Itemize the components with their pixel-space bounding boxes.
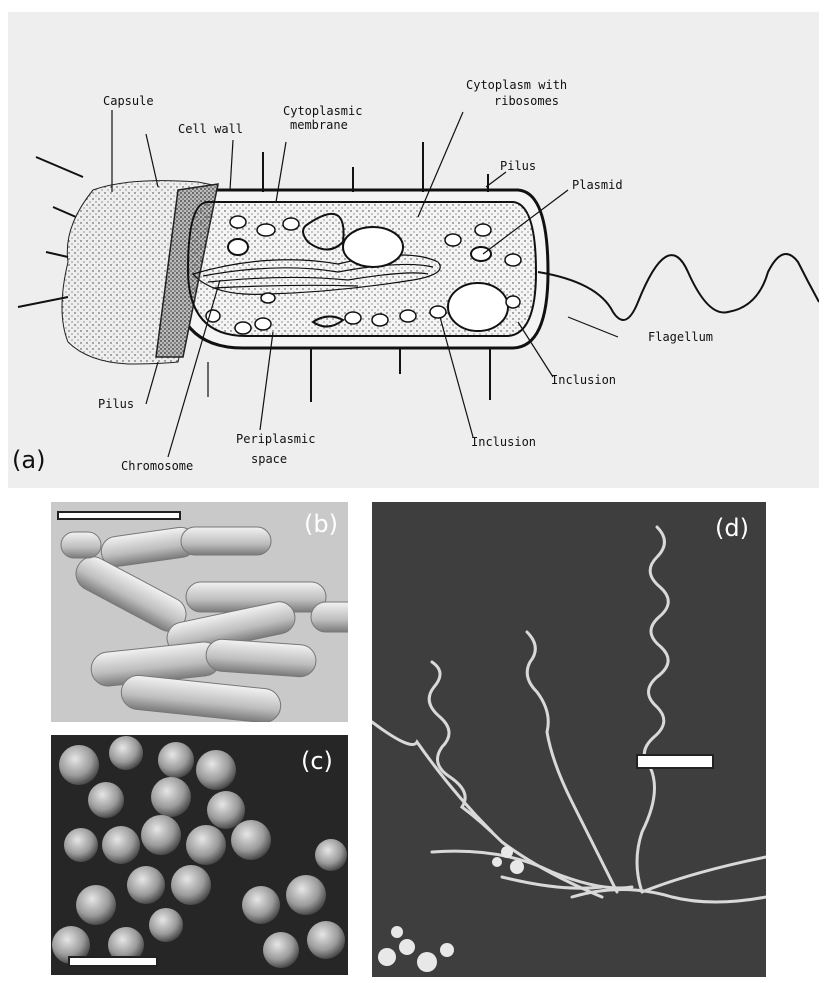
panel-b-rod-micrograph: (b): [51, 502, 348, 722]
pilus-left-label: Pilus: [98, 397, 134, 411]
cell-wall-label: Cell wall: [178, 122, 243, 136]
panel-c-coccus-micrograph: (c): [51, 735, 348, 975]
scale-bar: [68, 956, 158, 967]
panel-b-label: (b): [304, 510, 338, 538]
panel-a-cell-diagram: (a) Capsule Cell wall Cytoplasmic membra…: [8, 12, 819, 488]
plasmid-label: Plasmid: [572, 178, 623, 192]
cytoplasmic-membrane-label-line1: Cytoplasmic: [283, 104, 362, 118]
periplasmic-label-line1: Periplasmic: [236, 432, 315, 446]
scale-bar: [636, 754, 714, 769]
panel-a-label: (a): [12, 446, 45, 474]
inclusion-bottom-label: Inclusion: [471, 435, 536, 449]
inclusion-right-label: Inclusion: [551, 373, 616, 387]
cytoplasm-label-line2: ribosomes: [494, 94, 559, 108]
scale-bar: [57, 511, 181, 520]
panel-d-label: (d): [715, 514, 749, 542]
flagella-micrograph: [372, 502, 766, 977]
cytoplasm-label-line1: Cytoplasm with: [466, 78, 567, 92]
bacterial-cell-diagram: [8, 12, 819, 488]
chromosome-label: Chromosome: [121, 459, 193, 473]
capsule-label: Capsule: [103, 94, 154, 108]
pilus-top-label: Pilus: [500, 159, 536, 173]
cytoplasmic-membrane-label-line2: membrane: [290, 118, 348, 132]
flagellum-label: Flagellum: [648, 330, 713, 344]
flagellum-shape: [538, 254, 819, 320]
periplasmic-label-line2: space: [251, 452, 287, 466]
panel-d-flagella-micrograph: (d): [372, 502, 766, 977]
panel-c-label: (c): [301, 747, 333, 775]
